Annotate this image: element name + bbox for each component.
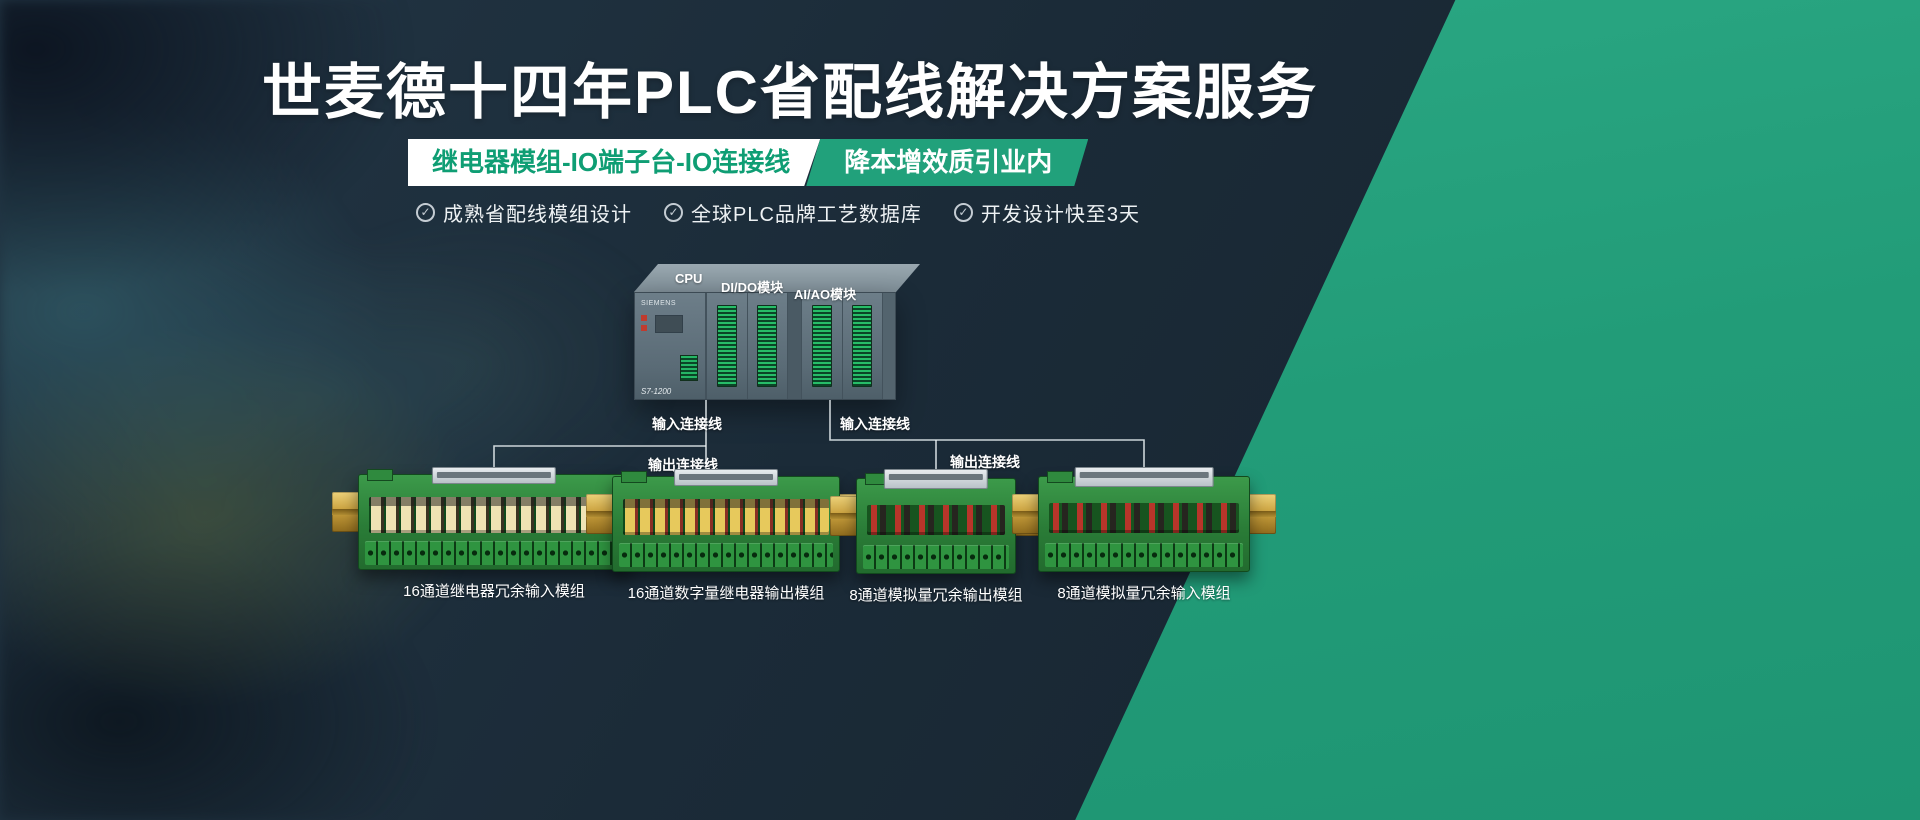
idc-connector [674,469,778,486]
aiao-module-slot [843,293,883,399]
feature-row: ✓ 成熟省配线模组设计 ✓ 全球PLC品牌工艺数据库 ✓ 开发设计快至3天 [408,198,1148,227]
terminal-stripes [811,305,832,387]
plc-aiao-label: AI/AO模块 [794,287,857,302]
feature-label: 开发设计快至3天 [980,204,1141,226]
feature-item: ✓ 全球PLC品牌工艺数据库 [663,198,922,227]
plc-model-label: S7-1200 [641,387,672,396]
terminal-stripes [852,305,873,387]
terminal-strip [619,543,833,567]
module-8ch-analog-output: 8通道模拟量冗余输出模组 [830,469,1042,604]
dido-module-slot [748,293,788,399]
plc-dido-label: DI/DO模块 [721,280,784,295]
plc-front-face: CPU DI/DO模块 AI/AO模块 SIEMENS S7-1200 [634,271,896,400]
component-row [867,505,1005,535]
aux-terminal [1047,471,1073,483]
relay-row [369,497,619,533]
ribbon-products: 继电器模组-IO端子台-IO连接线 [408,139,820,186]
feature-label: 全球PLC品牌工艺数据库 [690,204,922,226]
connection-label-input-right: 输入连接线 [840,416,910,432]
component-row [1049,503,1239,533]
plc-endcap [883,293,895,399]
ribbon-slogan: 降本增效质引业内 [806,139,1088,186]
feature-item: ✓ 成熟省配线模组设计 [415,198,632,227]
terminal-strip [1045,543,1243,567]
plc-cpu-label: CPU [675,271,703,286]
status-led-icon [641,325,647,331]
module-caption: 8通道模拟量冗余输出模组 [849,587,1023,604]
terminal-strip [365,541,623,565]
db-connector [883,469,989,489]
connection-label-output-right: 输出连接线 [950,454,1020,470]
plc-device: CPU DI/DO模块 AI/AO模块 SIEMENS S7-1200 [634,264,920,404]
db-connector [1074,467,1214,487]
module-caption: 16通道继电器冗余输入模组 [403,583,585,600]
check-circle-icon: ✓ [415,203,435,222]
relay-row [623,499,829,535]
module-16ch-relay-output: 16通道数字量继电器输出模组 [586,469,866,602]
aux-terminal [621,471,647,483]
terminal-strip [863,545,1009,569]
idc-connector [431,467,557,484]
cpu-terminal-block [680,355,698,381]
slot-divider [788,293,802,399]
feature-label: 成熟省配线模组设计 [442,204,632,226]
check-circle-icon: ✓ [663,203,683,222]
cpu-display [655,315,683,333]
module-8ch-analog-input: 8通道模拟量冗余输入模组 [1012,467,1276,602]
pcb-board [358,467,630,570]
check-circle-icon: ✓ [953,203,973,222]
module-caption: 8通道模拟量冗余输入模组 [1057,585,1231,602]
plc-top-face [634,264,920,292]
aux-terminal [367,469,393,481]
pcb-board [1038,467,1250,572]
plc-brand-label: SIEMENS [641,300,677,307]
terminal-stripes [716,305,737,387]
terminal-stripes [757,305,778,387]
dido-module-slot [707,293,748,399]
connection-label-input-left: 输入连接线 [652,416,722,432]
page-title: 世麦德十四年PLC省配线解决方案服务 [262,59,1318,126]
ribbon-row: 继电器模组-IO端子台-IO连接线 降本增效质引业内 [408,139,1088,186]
module-caption: 16通道数字量继电器输出模组 [627,585,825,602]
pcb-board [856,469,1016,574]
module-16ch-relay-input: 16通道继电器冗余输入模组 [332,467,656,600]
status-led-icon [641,315,647,321]
feature-item: ✓ 开发设计快至3天 [953,198,1141,227]
aiao-module-slot [802,293,843,399]
pcb-board [612,469,840,572]
plc-cpu-unit: SIEMENS S7-1200 [635,293,707,399]
